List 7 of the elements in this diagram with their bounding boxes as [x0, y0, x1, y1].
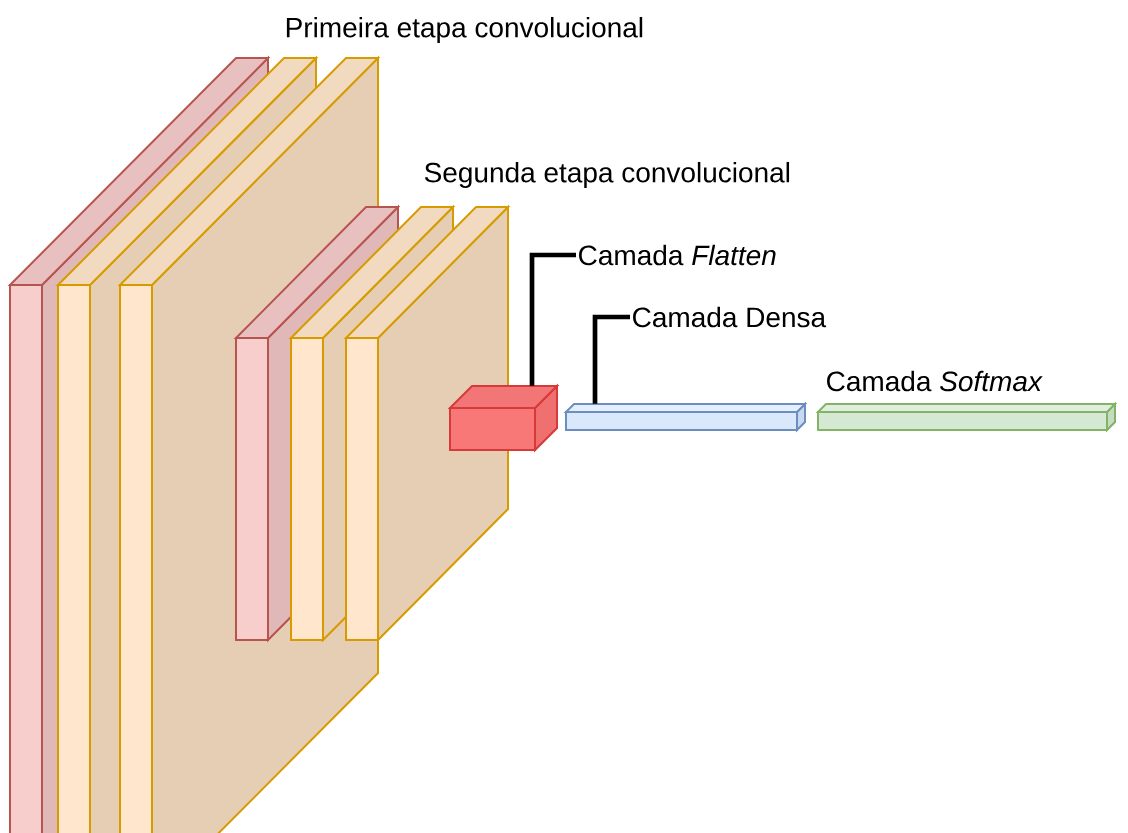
stage-title: Primeira etapa convolucional [286, 16, 643, 44]
leader-line [592, 314, 630, 404]
stage-title: Segunda etapa convolucional [424, 161, 790, 189]
layer-label: Camada Softmax [827, 370, 1043, 392]
layer-label: Camada Flatten [579, 244, 776, 266]
leader-line [529, 252, 576, 386]
layer-label: Camada Densa [633, 306, 827, 328]
